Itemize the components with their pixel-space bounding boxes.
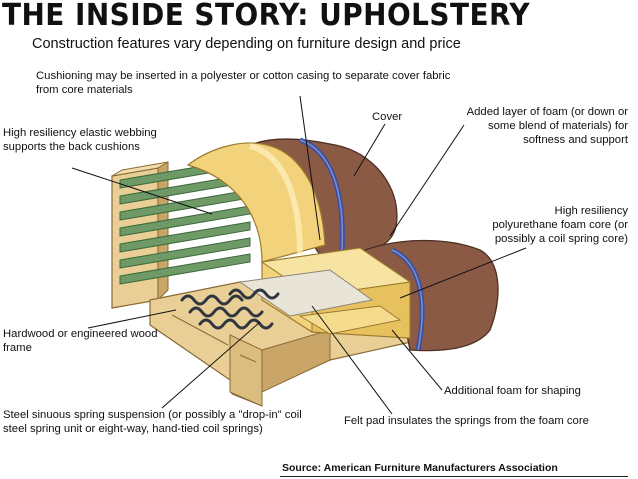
back-cushion [186,137,398,263]
callout-webbing: High resiliency elastic webbing supports… [3,127,157,153]
leader-lines [71,95,527,415]
seat-cushion [238,239,499,352]
page-title: THE INSIDE STORY: UPHOLSTERY [2,0,531,33]
sinuous-springs [180,288,280,330]
callout-hr-foam: High resiliency polyurethane foam core (… [492,205,628,245]
callout-added-foam: Added layer of foam (or down or some ble… [466,106,628,146]
callout-cover: Cover [372,111,403,123]
source-credit: Source: American Furniture Manufacturers… [282,462,558,474]
source-divider [280,476,628,477]
page-subtitle: Construction features vary depending on … [32,36,461,52]
callout-cushioning: Cushioning may be inserted in a polyeste… [36,70,451,96]
callout-frame: Hardwood or engineered wood frame [3,328,158,354]
callout-felt-pad: Felt pad insulates the springs from the … [344,415,589,427]
callout-shaping-foam: Additional foam for shaping [444,385,581,397]
callout-springs: Steel sinuous spring suspension (or poss… [3,409,302,435]
